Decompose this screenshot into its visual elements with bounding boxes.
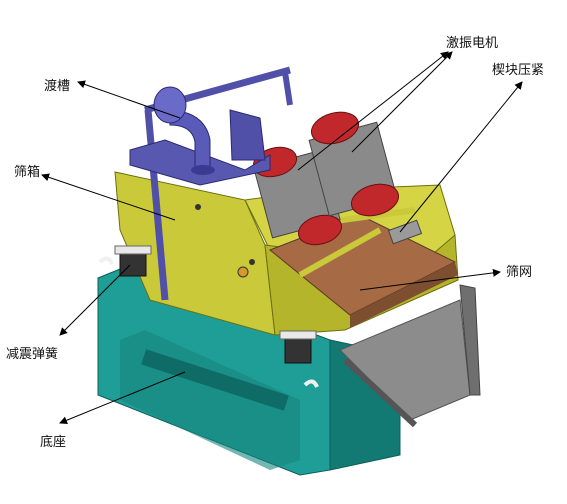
label-damping-spring: 减震弹簧 xyxy=(6,346,58,362)
label-vibration-motor: 激振电机 xyxy=(446,36,498,51)
base-vent xyxy=(141,349,289,411)
label-screen-mesh: 筛网 xyxy=(506,265,532,280)
base-hooks xyxy=(98,256,319,388)
base-body xyxy=(97,264,401,476)
damping-spring-right xyxy=(279,330,317,364)
label-block-clamp: 楔块压紧 xyxy=(492,63,544,78)
damping-spring-left xyxy=(114,245,152,277)
label-trough: 渡槽 xyxy=(44,78,70,94)
trough-pipe xyxy=(153,86,215,175)
wedge-clamp xyxy=(387,219,423,245)
leader-lines xyxy=(41,51,523,425)
label-base: 底座 xyxy=(40,434,66,450)
vibration-motor-right xyxy=(308,111,400,217)
label-screen-box: 筛箱 xyxy=(14,164,40,180)
tension-knob xyxy=(237,266,249,278)
discharge-chute xyxy=(339,284,481,428)
